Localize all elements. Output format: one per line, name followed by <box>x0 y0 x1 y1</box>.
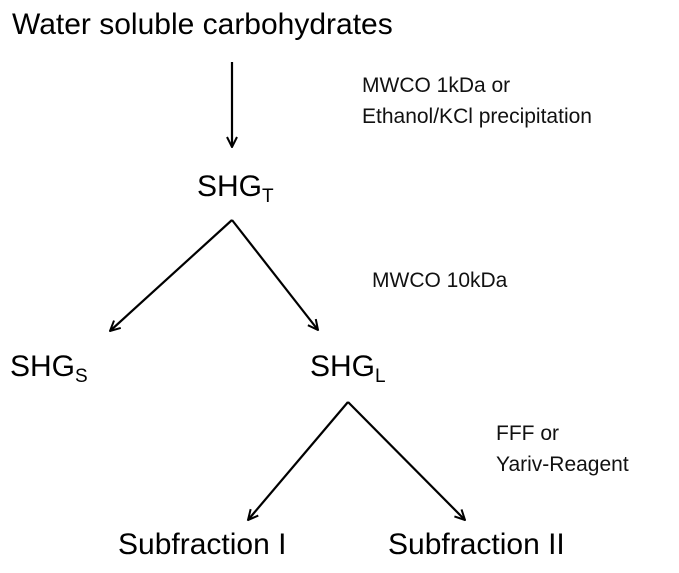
node-label: SHG <box>10 350 76 383</box>
node-subfraction-1: Subfraction I <box>118 528 286 562</box>
node-label: Subfraction II <box>388 528 565 561</box>
node-label: Subfraction I <box>118 528 287 561</box>
node-subscript: T <box>262 186 274 207</box>
note-line: MWCO 10kDa <box>372 269 508 292</box>
note-step3: FFF or Yariv-Reagent <box>496 418 629 480</box>
arrow-shg-l-to-sub1 <box>248 401 349 520</box>
node-subscript: S <box>75 366 88 387</box>
node-label: SHG <box>310 350 376 383</box>
note-step1: MWCO 1kDa or Ethanol/KCl precipitation <box>362 70 592 132</box>
node-subscript: L <box>375 366 386 387</box>
arrow-shg-l-to-sub2 <box>347 401 465 520</box>
arrow-shg-t-to-shg-l <box>231 219 318 330</box>
note-line: Yariv-Reagent <box>496 453 629 476</box>
node-shg-s: SHGS <box>10 350 88 387</box>
node-label: SHG <box>197 170 263 203</box>
note-line: MWCO 1kDa or <box>362 74 511 97</box>
arrow-shg-t-to-shg-s <box>110 219 233 331</box>
note-step2: MWCO 10kDa <box>372 265 507 296</box>
node-subfraction-2: Subfraction II <box>388 528 565 562</box>
node-shg-l: SHGL <box>310 350 386 387</box>
note-line: FFF or <box>496 422 559 445</box>
note-line: Ethanol/KCl precipitation <box>362 105 592 128</box>
node-label: Water soluble carbohydrates <box>12 8 393 41</box>
node-shg-t: SHGT <box>197 170 274 207</box>
node-water-soluble-carbohydrates: Water soluble carbohydrates <box>12 8 393 42</box>
